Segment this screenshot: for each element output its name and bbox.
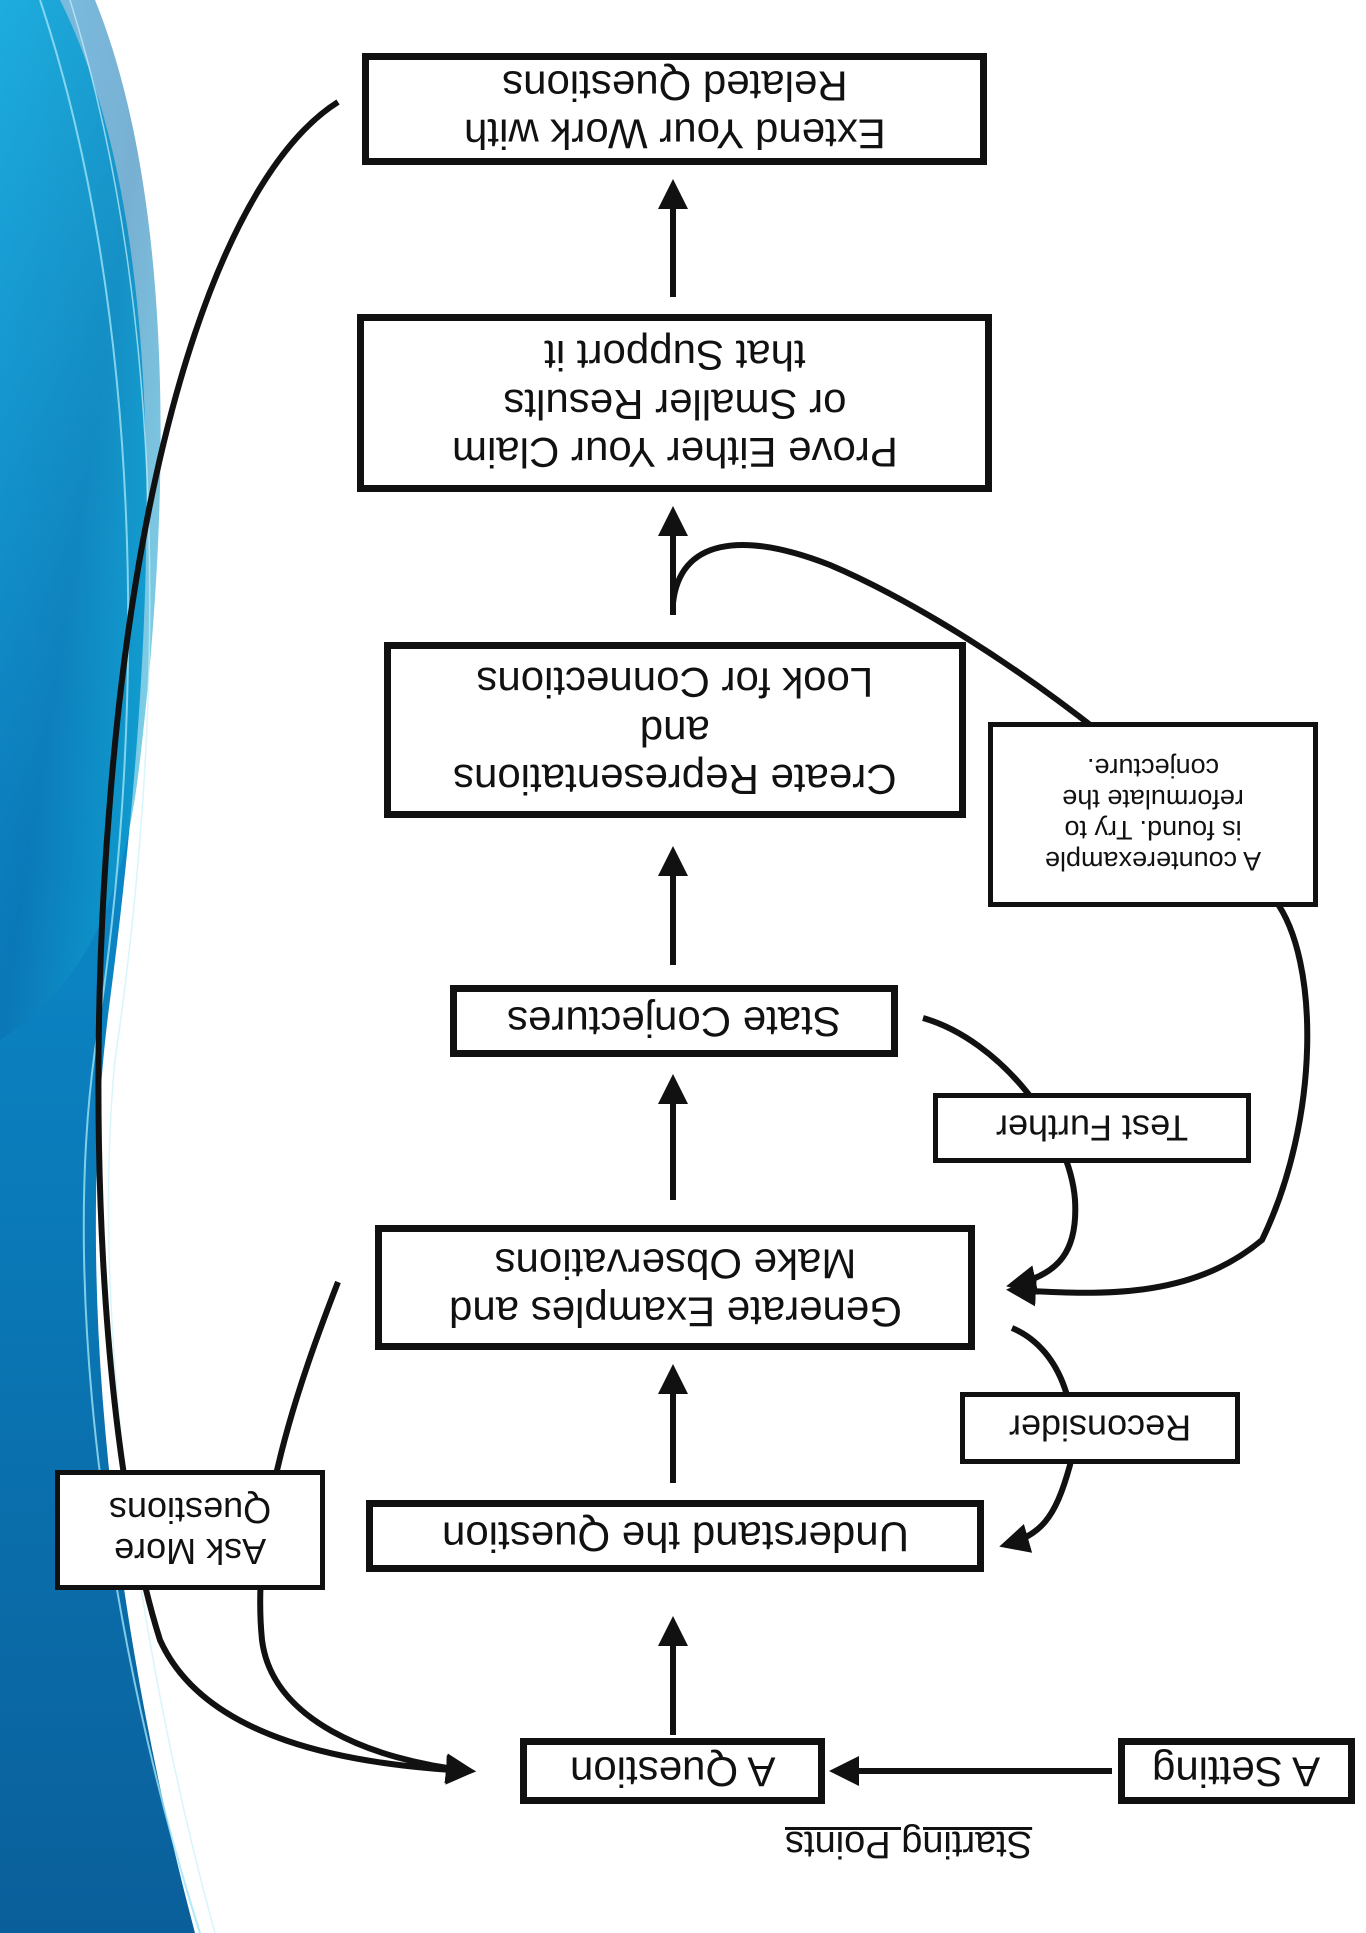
node-understand-question: Understand the Question: [366, 1500, 984, 1572]
node-create-representations-label: Create Representations and Look for Conn…: [453, 658, 897, 803]
node-extend-work-label: Extend Your Work with Related Questions: [463, 62, 886, 158]
node-state-conjectures: State Conjectures: [450, 985, 898, 1057]
label-reconsider: Reconsider: [960, 1392, 1240, 1464]
label-reconsider-text: Reconsider: [1008, 1407, 1192, 1449]
node-generate-examples: Generate Examples and Make Observations: [375, 1225, 975, 1350]
background-band-line: [39, 0, 201, 1933]
label-test-further-text: Test Further: [995, 1107, 1189, 1149]
background-band-light: [0, 0, 161, 1040]
label-counterexample-text: A counterexample is found. Try to reform…: [1044, 753, 1262, 877]
label-ask-more-questions: Ask More Questions: [55, 1470, 325, 1590]
background-band-line-2: [69, 0, 216, 1933]
label-ask-more-questions-text: Ask More Questions: [108, 1489, 272, 1572]
node-state-conjectures-label: State Conjectures: [507, 998, 841, 1046]
node-generate-examples-label: Generate Examples and Make Observations: [448, 1240, 902, 1336]
node-understand-question-label: Understand the Question: [441, 1513, 909, 1561]
starting-points-heading: Starting Points: [785, 1823, 1033, 1865]
node-a-setting: A Setting: [1118, 1738, 1355, 1804]
node-a-question: A Question: [520, 1738, 825, 1804]
label-counterexample: A counterexample is found. Try to reform…: [988, 722, 1318, 907]
arrow-ask-more-from-generate: [257, 1280, 476, 1784]
node-extend-work: Extend Your Work with Related Questions: [362, 53, 987, 165]
node-a-question-label: A Question: [569, 1748, 776, 1796]
node-a-setting-label: A Setting: [1152, 1748, 1321, 1796]
arrow-test-further: [922, 1015, 1079, 1295]
arrow-ask-more-from-extend: [95, 99, 476, 1785]
node-prove-claim: Prove Either Your Claim or Smaller Resul…: [357, 314, 992, 492]
label-test-further: Test Further: [933, 1093, 1251, 1163]
node-create-representations: Create Representations and Look for Conn…: [384, 642, 966, 818]
node-prove-claim-label: Prove Either Your Claim or Smaller Resul…: [451, 331, 898, 476]
